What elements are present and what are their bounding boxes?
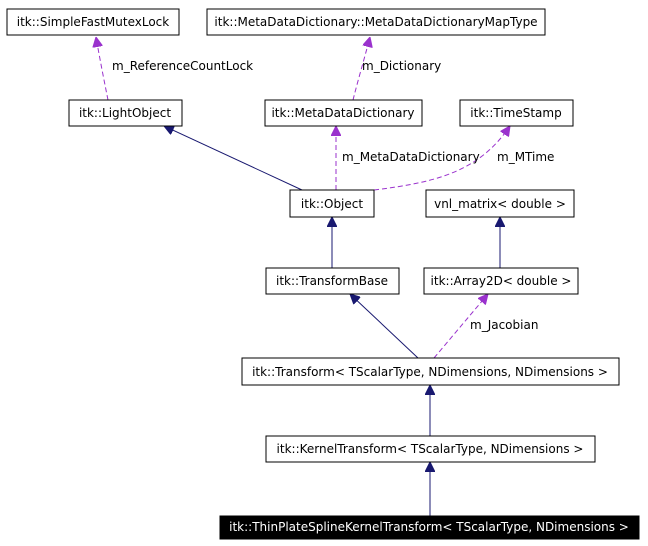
- node-label: itk::SimpleFastMutexLock: [17, 15, 170, 29]
- node-label: vnl_matrix< double >: [434, 197, 566, 211]
- node-vnl-matrix[interactable]: vnl_matrix< double >: [425, 189, 575, 218]
- node-label: itk::KernelTransform< TScalarType, NDime…: [277, 442, 584, 456]
- edge-transform-transformbase: [350, 294, 419, 359]
- edge-mtime: [373, 126, 510, 191]
- edge-jacobian: [433, 294, 488, 359]
- edge-object-lightobject: [164, 126, 303, 191]
- node-transform-base[interactable]: itk::TransformBase: [265, 267, 400, 295]
- node-kernel-transform[interactable]: itk::KernelTransform< TScalarType, NDime…: [265, 435, 596, 463]
- node-array2d[interactable]: itk::Array2D< double >: [423, 267, 579, 295]
- edges: [96, 37, 510, 516]
- label-mtime: m_MTime: [497, 150, 554, 164]
- node-label: itk::TimeStamp: [470, 106, 561, 120]
- node-metadatadictionary-map-type[interactable]: itk::MetaDataDictionary::MetaDataDiction…: [206, 8, 546, 36]
- nodes: itk::SimpleFastMutexLock itk::MetaDataDi…: [6, 8, 640, 540]
- node-thin-plate-spline-kernel-transform[interactable]: itk::ThinPlateSplineKernelTransform< TSc…: [219, 515, 640, 540]
- node-label: itk::MetaDataDictionary::MetaDataDiction…: [214, 15, 537, 29]
- node-time-stamp[interactable]: itk::TimeStamp: [459, 99, 574, 127]
- node-metadatadictionary[interactable]: itk::MetaDataDictionary: [264, 99, 423, 127]
- label-jacobian: m_Jacobian: [470, 318, 538, 332]
- node-label: itk::Transform< TScalarType, NDimensions…: [252, 365, 608, 379]
- edge-labels: m_ReferenceCountLock m_Dictionary m_Meta…: [112, 59, 554, 332]
- edge-dictionary: [352, 37, 370, 101]
- node-simple-fast-mutex-lock[interactable]: itk::SimpleFastMutexLock: [6, 8, 180, 36]
- node-transform[interactable]: itk::Transform< TScalarType, NDimensions…: [241, 357, 620, 386]
- node-label: itk::ThinPlateSplineKernelTransform< TSc…: [229, 520, 629, 534]
- node-label: itk::LightObject: [79, 106, 171, 120]
- node-light-object[interactable]: itk::LightObject: [68, 99, 183, 127]
- label-dictionary: m_Dictionary: [362, 59, 441, 73]
- node-label: itk::MetaDataDictionary: [271, 106, 414, 120]
- node-label: itk::Array2D< double >: [431, 274, 572, 288]
- node-object[interactable]: itk::Object: [289, 189, 375, 218]
- label-reference-count-lock: m_ReferenceCountLock: [112, 59, 253, 73]
- edge-reference-count-lock: [96, 37, 109, 101]
- node-label: itk::TransformBase: [276, 274, 388, 288]
- node-label: itk::Object: [301, 197, 363, 211]
- label-metadatadictionary: m_MetaDataDictionary: [342, 150, 480, 164]
